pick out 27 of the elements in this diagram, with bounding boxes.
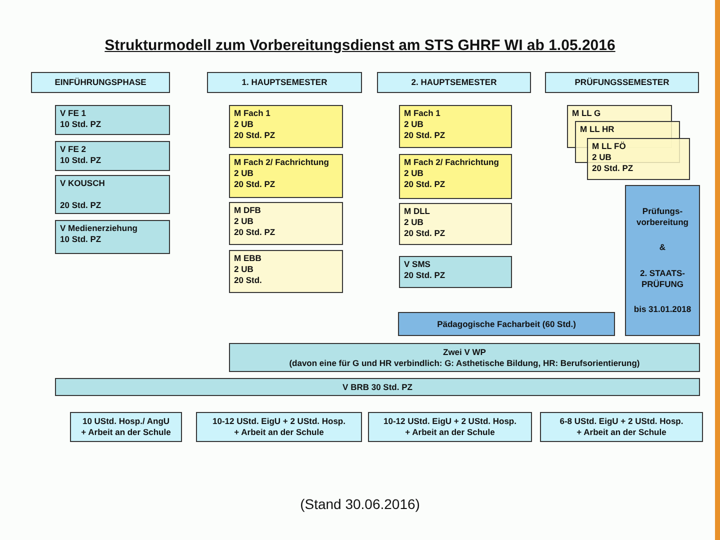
module-box: V KOUSCH 20 Std. PZ [55,175,170,214]
school-box: 6-8 UStd. EigU + 2 UStd. Hosp. + Arbeit an der Schule [540,412,703,442]
phase-header: 1. HAUPTSEMESTER [207,72,362,93]
title: Strukturmodell zum Vorbereitungsdienst am STS GHRF WI ab 1.05.2016 [104,37,616,54]
phase-header: 2. HAUPTSEMESTER [377,72,531,93]
school-box: 10-12 UStd. EigU + 2 UStd. Hosp. + Arbeit an der Schule [368,412,532,442]
module-box: V FE 1 10 Std. PZ [55,105,170,135]
module-box: M Fach 2/ Fachrichtung 2 UB 20 Std. PZ [399,154,512,199]
module-box: V BRB 30 Std. PZ [55,378,700,396]
module-box: M EBB 2 UB 20 Std. [229,250,343,293]
school-box: 10-12 UStd. EigU + 2 UStd. Hosp. + Arbeit an der Schule [196,412,362,442]
caption: (Stand 30.06.2016) [299,496,421,512]
module-box: Zwei V WP (davon eine für G und HR verbindlich: G: Asthetische Bildung, HR: Berufsorientierung) [229,343,700,372]
module-box: M DLL 2 UB 20 Std. PZ [399,203,512,245]
module-box: Pädagogische Facharbeit (60 Std.) [398,312,615,336]
school-box: 10 UStd. Hosp./ AngU + Arbeit an der Schule [70,412,182,442]
module-box: M Fach 1 2 UB 20 Std. PZ [399,105,512,148]
module-box: M DFB 2 UB 20 Std. PZ [229,202,343,245]
module-box: M LL FÖ 2 UB 20 Std. PZ [587,138,690,180]
module-box: V Medienerziehung 10 Std. PZ [55,220,170,254]
phase-header: EINFÜHRUNGSPHASE [31,72,170,93]
module-box: V FE 2 10 Std. PZ [55,141,170,171]
module-box: M Fach 1 2 UB 20 Std. PZ [229,105,343,148]
exam-box: Prüfungs- vorbereitung & 2. STAATS- PRÜFUNG bis 31.01.2018 [625,185,700,336]
module-box: M Fach 2/ Fachrichtung 2 UB 20 Std. PZ [229,154,343,198]
module-box: V SMS 20 Std. PZ [399,256,512,288]
phase-header: PRÜFUNGSSEMESTER [545,72,699,93]
